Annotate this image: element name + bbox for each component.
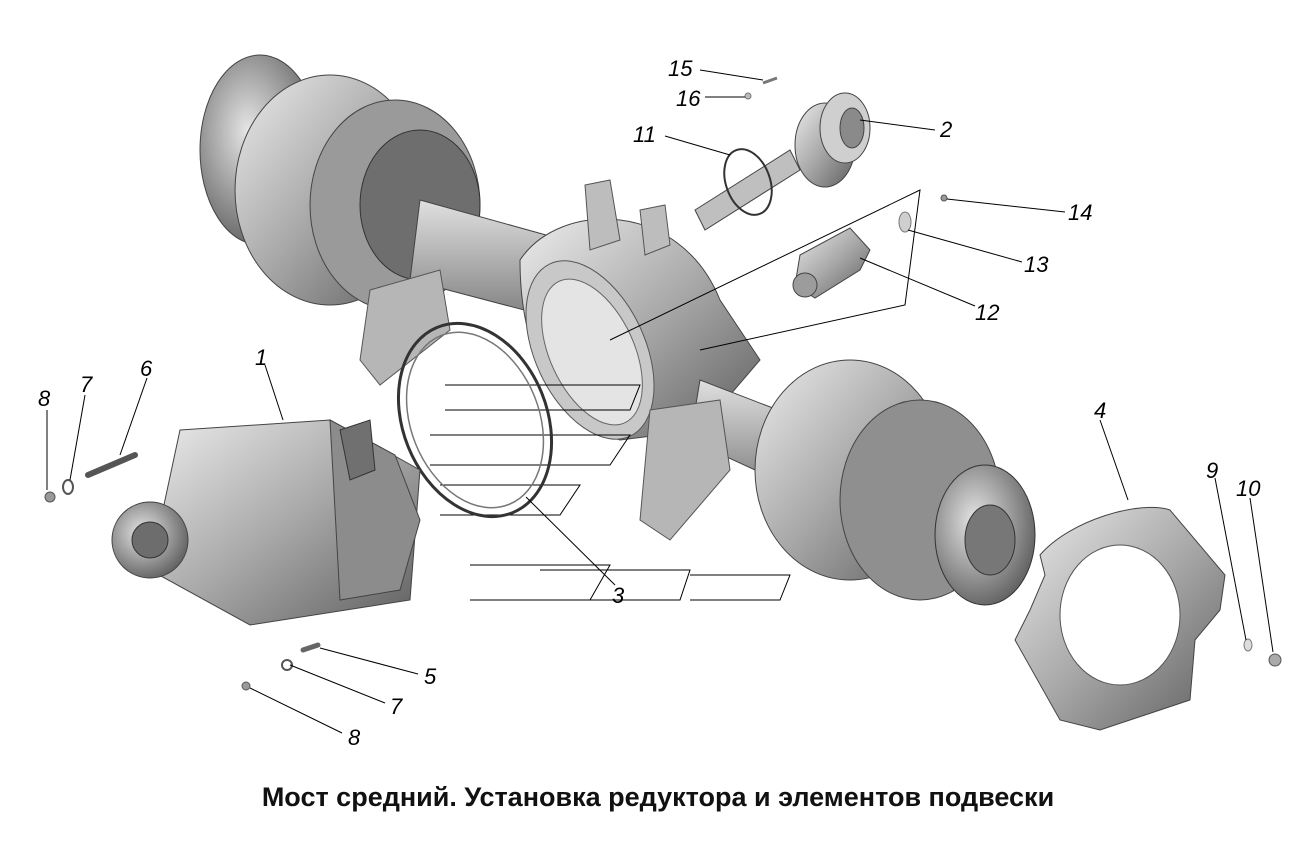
callout-8-left: 8 <box>38 386 51 411</box>
callout-15: 15 <box>668 56 693 81</box>
right-wheel-hub <box>754 359 1036 606</box>
callout-1: 1 <box>255 345 267 370</box>
callout-7-left: 7 <box>80 372 93 397</box>
callout-2: 2 <box>939 117 952 142</box>
left-wheel-hub <box>199 54 481 311</box>
bearing-cap-12 <box>792 227 871 299</box>
callout-10: 10 <box>1236 476 1261 501</box>
suspension-bracket-4 <box>1014 506 1226 731</box>
callout-4: 4 <box>1094 398 1106 423</box>
flange-gasket-11 <box>723 148 773 216</box>
callout-labels: 15 16 2 11 14 13 12 1 8 7 6 4 9 10 3 5 7… <box>38 56 1261 750</box>
final-drive-reducer <box>111 419 421 626</box>
callout-7-bottom: 7 <box>390 694 403 719</box>
callout-16: 16 <box>676 86 701 111</box>
left-fasteners <box>44 452 321 691</box>
callout-8-bottom: 8 <box>348 725 361 750</box>
callout-14: 14 <box>1068 200 1092 225</box>
callout-11: 11 <box>633 122 656 147</box>
small-fasteners-top <box>744 76 948 233</box>
right-fasteners <box>1243 638 1282 667</box>
gasket-3 <box>396 321 554 519</box>
callout-3: 3 <box>612 583 625 608</box>
callout-9: 9 <box>1206 458 1218 483</box>
input-shaft-flange-2 <box>694 92 871 231</box>
callout-13: 13 <box>1024 252 1049 277</box>
leader-lines <box>46 69 1274 734</box>
callout-5: 5 <box>424 664 437 689</box>
axle-housing <box>199 54 1036 606</box>
diagram-caption: Мост средний. Установка редуктора и элем… <box>261 782 1055 812</box>
callout-12: 12 <box>975 300 999 325</box>
callout-6: 6 <box>140 356 153 381</box>
